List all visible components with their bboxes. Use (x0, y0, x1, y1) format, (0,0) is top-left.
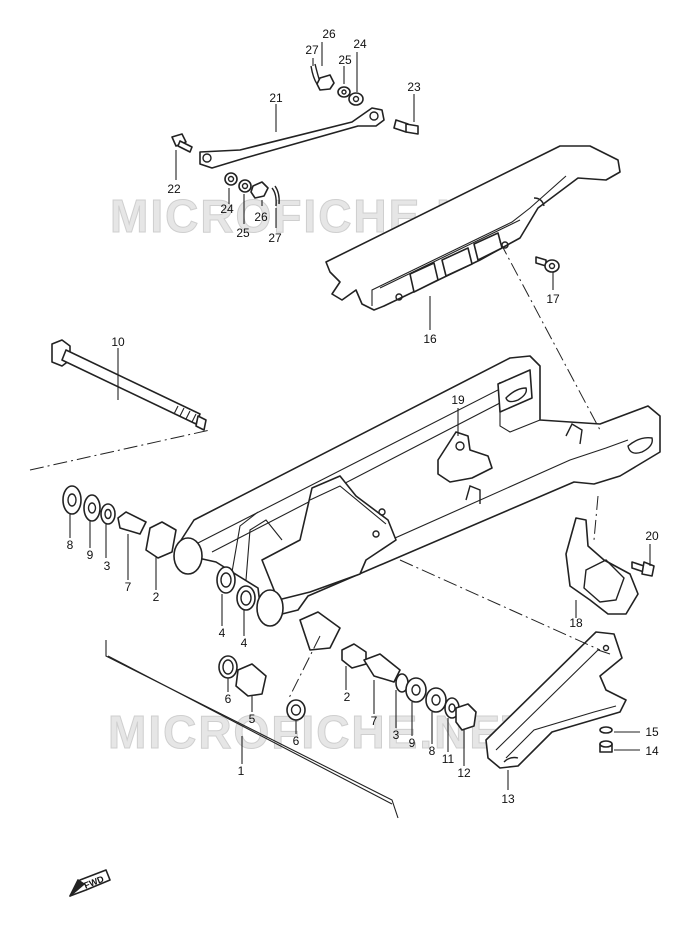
hardware-lower (224, 172, 280, 207)
bolt-17 (535, 256, 560, 273)
leader-lines (69, 42, 651, 790)
callout-17: 17 (546, 292, 560, 306)
callout-6: 6 (225, 692, 232, 706)
callout-25: 25 (338, 53, 352, 67)
bolt-22 (171, 133, 193, 153)
callout-7: 7 (371, 714, 378, 728)
callout-22: 22 (167, 182, 181, 196)
callout-21: 21 (269, 91, 283, 105)
callout-19: 19 (451, 393, 465, 407)
callout-14: 14 (645, 744, 659, 758)
callout-27: 27 (305, 43, 319, 57)
callout-9: 9 (409, 736, 416, 750)
callout-26: 26 (322, 27, 336, 41)
callout-4: 4 (241, 636, 248, 650)
hardware-top (310, 63, 364, 106)
callout-4: 4 (219, 626, 226, 640)
callout-20: 20 (645, 529, 659, 543)
callout-2: 2 (344, 690, 351, 704)
explosion-lines (29, 241, 601, 819)
callout-8: 8 (67, 538, 74, 552)
callout-labels: 1 2 2 3 3 4 4 5 6 6 7 7 8 8 9 9 10 11 12… (67, 27, 659, 806)
callout-7: 7 (125, 580, 132, 594)
callout-2: 2 (153, 590, 160, 604)
chain-guide-13 (485, 631, 627, 769)
callout-26: 26 (254, 210, 268, 224)
callout-9: 9 (87, 548, 94, 562)
callout-13: 13 (501, 792, 515, 806)
callout-24: 24 (220, 202, 234, 216)
callout-1: 1 (238, 764, 245, 778)
callout-3: 3 (393, 728, 400, 742)
bolt-23 (393, 119, 419, 135)
callout-24: 24 (353, 37, 367, 51)
callout-16: 16 (423, 332, 437, 346)
callout-6: 6 (293, 734, 300, 748)
callout-10: 10 (111, 335, 125, 349)
callout-23: 23 (407, 80, 421, 94)
callout-15: 15 (645, 725, 659, 739)
callout-11: 11 (442, 752, 455, 766)
pivot-shaft (51, 339, 207, 431)
callout-18: 18 (569, 616, 583, 630)
torque-rod (199, 107, 385, 169)
callout-5: 5 (249, 712, 256, 726)
callout-3: 3 (104, 559, 111, 573)
screw-14-15 (599, 726, 613, 753)
fwd-label: FWD (82, 874, 105, 891)
chain-buffer-18 (565, 517, 639, 615)
fwd-badge: FWD (69, 869, 111, 897)
callout-25: 25 (236, 226, 250, 240)
callout-12: 12 (457, 766, 471, 780)
chain-case (325, 145, 621, 311)
right-bearing-stack (218, 643, 477, 731)
callout-27: 27 (268, 231, 282, 245)
bolt-20 (631, 561, 655, 577)
left-bearing-stack (62, 485, 256, 611)
callout-8: 8 (429, 744, 436, 758)
swingarm (173, 355, 661, 651)
